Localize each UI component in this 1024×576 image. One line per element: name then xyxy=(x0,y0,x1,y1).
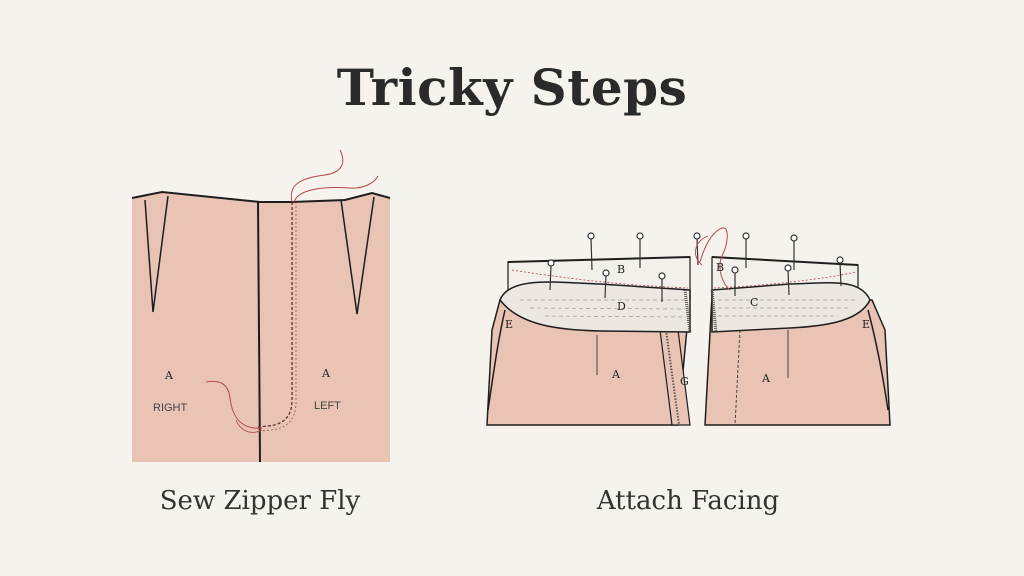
piece-label-a-right: A xyxy=(164,369,174,382)
dart-left xyxy=(144,195,169,313)
page-title: Tricky Steps xyxy=(336,58,688,117)
piece-label-a-left: A xyxy=(321,367,331,380)
dart-right xyxy=(340,196,375,315)
zipper-teeth xyxy=(665,329,680,426)
thread-facing-2 xyxy=(695,235,709,266)
fly-stitching-inner xyxy=(257,202,297,432)
label-e-right: E xyxy=(862,318,870,331)
pocket-curve-right xyxy=(867,309,889,411)
label-e-left: E xyxy=(505,318,513,331)
label-a-right: A xyxy=(761,372,771,385)
fabric-panel-left xyxy=(132,192,390,462)
label-b-left: B xyxy=(617,263,625,276)
fly-stitching xyxy=(257,202,293,428)
seam-dashed-right xyxy=(734,329,741,426)
facing-piece-d xyxy=(499,281,691,333)
side-label-left: LEFT xyxy=(314,400,341,412)
facing-texture xyxy=(520,299,855,318)
facing-piece-c xyxy=(711,282,871,333)
thread-top-1 xyxy=(290,149,344,203)
caption-sew-zipper-fly: Sew Zipper Fly xyxy=(159,486,361,516)
zipper-fly-illustration: A A RIGHT LEFT xyxy=(131,149,391,463)
label-c: C xyxy=(750,296,758,309)
thread-facing-1 xyxy=(699,227,731,291)
pins xyxy=(547,232,844,302)
thread-bottom-2 xyxy=(235,419,263,433)
facing-illustration: B B D C E E A A G xyxy=(486,227,891,426)
thread-top-2 xyxy=(293,175,379,203)
center-seam xyxy=(257,201,261,463)
label-a-left: A xyxy=(611,368,621,381)
label-d: D xyxy=(617,300,626,313)
side-label-right: RIGHT xyxy=(153,402,188,414)
waist-top-edge xyxy=(507,256,859,266)
label-g: G xyxy=(680,375,689,388)
caption-attach-facing: Attach Facing xyxy=(596,486,780,516)
label-b-right: B xyxy=(716,261,724,274)
seam-stitch-red xyxy=(511,269,857,289)
pocket-curve-left xyxy=(487,309,506,411)
thread-bottom xyxy=(205,380,263,429)
